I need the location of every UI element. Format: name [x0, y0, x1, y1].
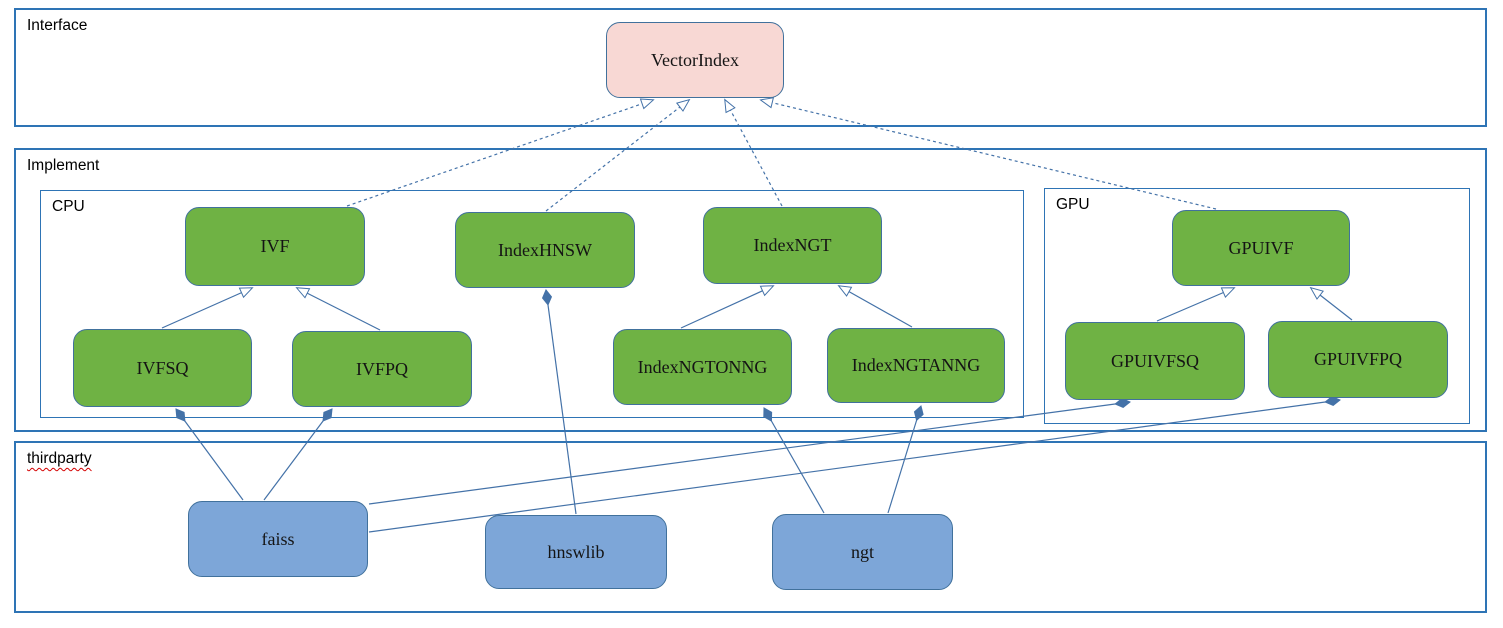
- node-ivf[interactable]: IVF: [185, 207, 365, 286]
- container-implement-label: Implement: [27, 157, 100, 174]
- container-interface-label: Interface: [27, 17, 88, 34]
- node-indexngtanng[interactable]: IndexNGTANNG: [827, 328, 1005, 403]
- node-gpuivfsq[interactable]: GPUIVFSQ: [1065, 322, 1245, 400]
- node-vectorindex[interactable]: VectorIndex: [606, 22, 784, 98]
- node-indexhnsw[interactable]: IndexHNSW: [455, 212, 635, 288]
- container-gpu-label: GPU: [1056, 196, 1090, 213]
- node-faiss[interactable]: faiss: [188, 501, 368, 577]
- node-indexngtonng[interactable]: IndexNGTONNG: [613, 329, 792, 405]
- node-gpuivfpq[interactable]: GPUIVFPQ: [1268, 321, 1448, 398]
- container-thirdparty-label: thirdparty: [27, 450, 92, 467]
- node-ivfsq[interactable]: IVFSQ: [73, 329, 252, 407]
- node-ivfpq[interactable]: IVFPQ: [292, 331, 472, 407]
- node-indexngt[interactable]: IndexNGT: [703, 207, 882, 284]
- node-gpuivf[interactable]: GPUIVF: [1172, 210, 1350, 286]
- node-ngt[interactable]: ngt: [772, 514, 953, 590]
- container-cpu-label: CPU: [52, 198, 85, 215]
- node-hnswlib[interactable]: hnswlib: [485, 515, 667, 589]
